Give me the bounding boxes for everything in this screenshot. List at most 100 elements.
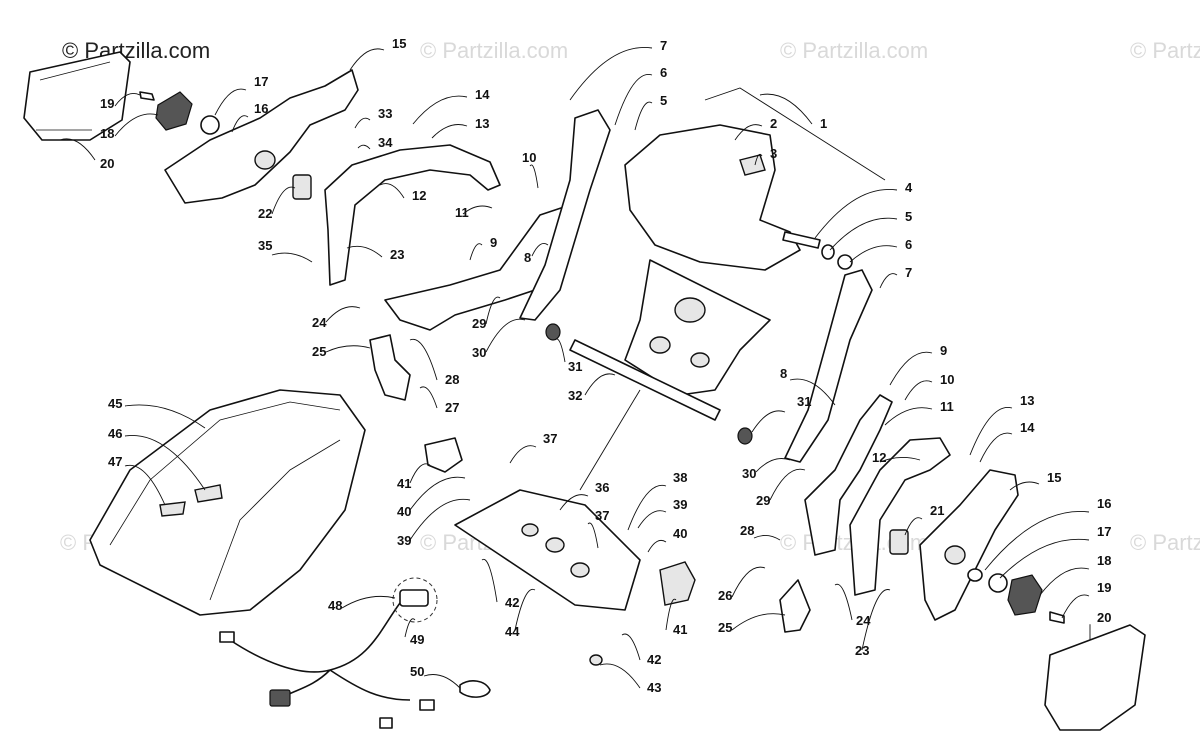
callout-label: 14 <box>1020 420 1035 435</box>
callout-leader <box>731 613 786 631</box>
connector-highlight <box>392 577 438 623</box>
right-screw-19 <box>1049 611 1065 624</box>
left-knob <box>155 91 193 131</box>
callout-leader <box>884 407 933 426</box>
callout-leader <box>614 73 653 126</box>
seat-45 <box>89 389 366 616</box>
callout-label: 22 <box>258 206 272 221</box>
assembly-bracket-1 <box>704 87 886 181</box>
rod-32 <box>569 339 721 421</box>
watermark-faint: © Partzilla.com <box>420 38 568 63</box>
callout-label: 13 <box>475 116 489 131</box>
callout-leader <box>462 205 493 215</box>
callout-label: 33 <box>378 106 392 121</box>
callout-leader <box>1009 481 1040 491</box>
base-hole <box>521 523 539 537</box>
callout-label: 41 <box>673 622 687 637</box>
right-knob-18 <box>1007 574 1043 616</box>
right-upright <box>784 269 873 463</box>
callout-label: 46 <box>108 426 122 441</box>
callout-leader <box>769 468 806 501</box>
callout-label: 20 <box>100 156 114 171</box>
callout-label: 15 <box>1047 470 1061 485</box>
callout-label: 11 <box>455 205 469 220</box>
callout-leader <box>829 217 898 251</box>
callout-label: 10 <box>522 150 536 165</box>
frame-hole <box>690 352 710 368</box>
callout-leader <box>627 484 667 531</box>
callout-leader <box>789 378 836 406</box>
callout-leader <box>325 306 361 323</box>
base-hole <box>545 537 565 553</box>
callout-leader <box>554 338 566 363</box>
callout-leader <box>59 138 96 161</box>
left-washer-17 <box>200 115 220 135</box>
callout-leader <box>349 48 385 71</box>
callout-label: 25 <box>718 620 732 635</box>
callout-leader <box>849 245 898 263</box>
callout-leader <box>834 583 853 621</box>
harness-plug-small <box>219 631 235 643</box>
callout-label: 10 <box>940 372 954 387</box>
callout-label: 45 <box>108 396 122 411</box>
callout-label: 35 <box>258 238 272 253</box>
center-frame <box>624 259 771 396</box>
left-upright <box>519 109 611 321</box>
callout-leader <box>621 633 641 661</box>
callout-leader <box>409 338 438 381</box>
callout-label: 4 <box>905 180 913 195</box>
callout-label: 17 <box>1097 524 1111 539</box>
callout-leader <box>271 252 313 263</box>
callout-label: 30 <box>742 466 756 481</box>
right-latch-25 <box>779 579 811 633</box>
callout-leader <box>599 663 641 689</box>
callout-leader <box>879 457 921 463</box>
callout-label: 24 <box>312 315 327 330</box>
frame-hole <box>649 336 671 354</box>
callout-label: 23 <box>390 247 404 262</box>
callout-label: 2 <box>770 116 777 131</box>
callout-leader <box>469 243 483 261</box>
harness-connector-49 <box>399 589 429 607</box>
callout-label: 38 <box>673 470 687 485</box>
right-base-latch-41 <box>659 561 696 606</box>
callout-leader <box>969 406 1013 456</box>
right-handle-15 <box>919 469 1019 621</box>
callout-leader <box>904 380 933 401</box>
callout-leader <box>587 522 599 549</box>
callout-label: 27 <box>445 400 459 415</box>
nut-43 <box>589 654 603 666</box>
callout-leader <box>124 435 206 491</box>
frame-hole <box>674 297 706 323</box>
callout-label: 32 <box>568 388 582 403</box>
right-pad-21 <box>889 529 909 555</box>
callout-leader <box>759 93 813 125</box>
callout-leader <box>379 183 405 199</box>
callout-label: 15 <box>392 36 406 51</box>
callout-label: 43 <box>647 680 661 695</box>
callout-label: 6 <box>905 237 912 252</box>
right-bracket-9 <box>804 394 893 556</box>
callout-leader <box>271 186 296 215</box>
watermark-faint: © Partzilla.com <box>780 38 928 63</box>
callout-label: 9 <box>940 343 947 358</box>
clip-50 <box>459 680 491 698</box>
callout-leader <box>754 153 763 166</box>
callout-layer: 1234567567889910101111121213131414151516… <box>59 36 1111 695</box>
callout-label: 42 <box>647 652 661 667</box>
harness-plug-small <box>419 699 435 711</box>
callout-leader <box>341 595 396 609</box>
base-hole <box>570 562 590 578</box>
callout-label: 41 <box>397 476 411 491</box>
callout-label: 42 <box>505 595 519 610</box>
callout-label: 25 <box>312 344 326 359</box>
callout-leader <box>734 124 763 141</box>
callout-leader <box>214 88 247 116</box>
callout-label: 39 <box>673 497 687 512</box>
callout-label: 7 <box>660 38 667 53</box>
callout-label: 3 <box>770 146 777 161</box>
callout-label: 17 <box>254 74 268 89</box>
callout-leader <box>879 273 898 289</box>
callout-leader <box>357 144 371 150</box>
